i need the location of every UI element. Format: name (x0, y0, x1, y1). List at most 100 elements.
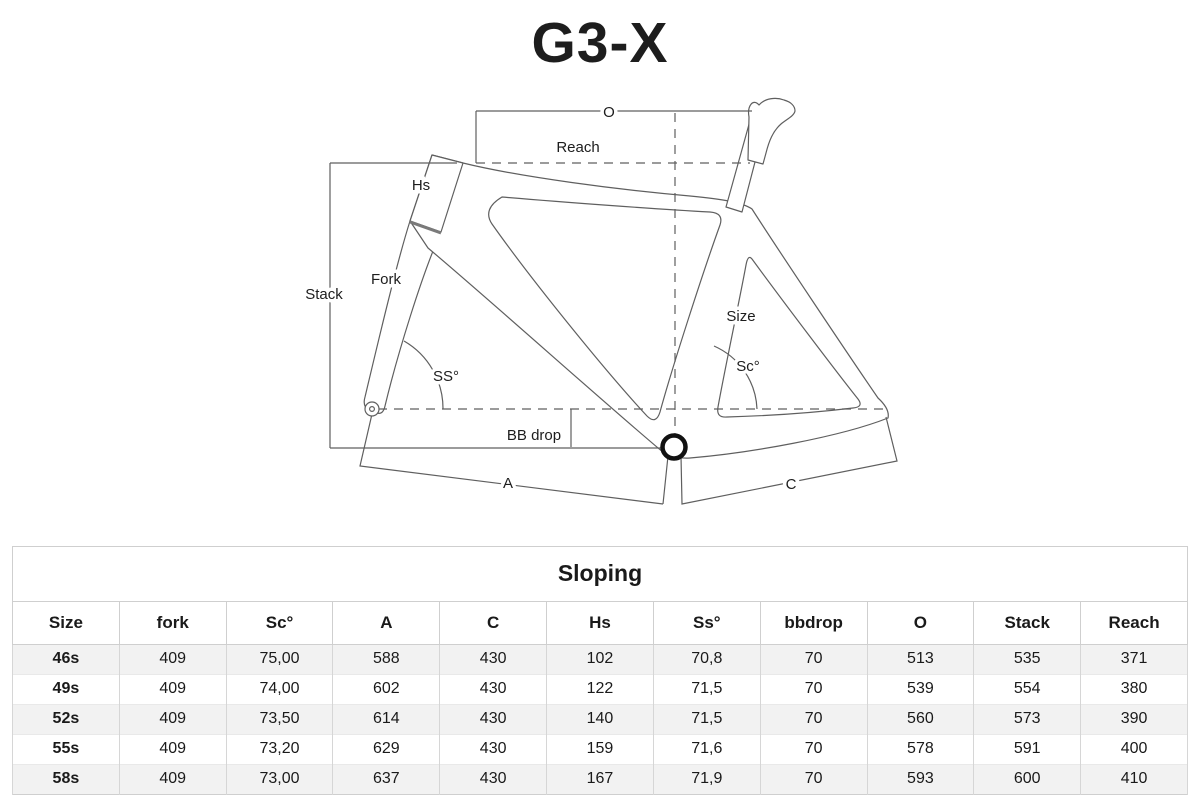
label-hs: Hs (412, 177, 430, 194)
size-cell: 55s (12, 734, 120, 765)
value-cell: 409 (118, 674, 227, 705)
value-cell: 70 (759, 644, 868, 675)
value-cell: 140 (546, 704, 654, 735)
value-cell: 70 (759, 674, 868, 705)
main-triangle-cutout (488, 196, 722, 421)
table-title: Sloping (12, 546, 1188, 602)
value-cell: 409 (118, 764, 227, 795)
label-reach: Reach (556, 139, 599, 156)
front-dropout-circle (364, 401, 380, 417)
value-cell: 102 (546, 644, 654, 675)
label-sc-angle: Sc° (736, 358, 760, 375)
brand-logo: G3-X (531, 11, 668, 75)
column-header: C (439, 601, 548, 645)
value-cell: 614 (332, 704, 441, 735)
value-cell: 70,8 (652, 644, 761, 675)
column-header: Ss° (652, 601, 761, 645)
value-cell: 159 (546, 734, 654, 765)
value-cell: 409 (118, 704, 227, 735)
a-dimension-line (359, 413, 669, 505)
label-a: A (503, 475, 513, 492)
column-header: O (866, 601, 975, 645)
markers (364, 401, 688, 461)
angle-arcs (403, 340, 758, 410)
value-cell: 71,6 (652, 734, 761, 765)
head-angle-arc (403, 340, 444, 410)
label-ss-angle: SS° (433, 368, 459, 385)
construction-lines (378, 113, 888, 444)
value-cell: 593 (866, 764, 975, 795)
value-cell: 73,20 (225, 734, 334, 765)
size-cell: 49s (12, 674, 120, 705)
value-cell: 602 (332, 674, 441, 705)
value-cell: 400 (1080, 734, 1188, 765)
value-cell: 588 (332, 644, 441, 675)
frame-geometry-diagram: G3-X (302, 11, 898, 505)
table-title-row: Sloping (12, 546, 1188, 602)
value-cell: 430 (439, 734, 548, 765)
value-cell: 430 (439, 704, 548, 735)
column-header: Size (12, 601, 120, 645)
value-cell: 75,00 (225, 644, 334, 675)
value-cell: 73,00 (225, 764, 334, 795)
head-tube-collar (409, 220, 442, 235)
label-c: C (786, 476, 797, 493)
value-cell: 554 (973, 674, 1082, 705)
value-cell: 578 (866, 734, 975, 765)
size-cell: 52s (12, 704, 120, 735)
value-cell: 122 (546, 674, 654, 705)
value-cell: 409 (118, 734, 227, 765)
column-header: Sc° (225, 601, 334, 645)
value-cell: 535 (973, 644, 1082, 675)
c-dimension-line (680, 416, 898, 505)
column-header: Reach (1080, 601, 1188, 645)
column-header: Stack (973, 601, 1082, 645)
value-cell: 70 (759, 704, 868, 735)
value-cell: 73,50 (225, 704, 334, 735)
value-cell: 410 (1080, 764, 1188, 795)
size-cell: 46s (12, 644, 120, 675)
value-cell: 637 (332, 764, 441, 795)
value-cell: 629 (332, 734, 441, 765)
value-cell: 380 (1080, 674, 1188, 705)
bottom-bracket-circle (660, 433, 688, 461)
dimension-lines (329, 110, 898, 505)
bike-frame-drawing (363, 97, 889, 459)
value-cell: 409 (118, 644, 227, 675)
value-cell: 560 (866, 704, 975, 735)
size-cell: 58s (12, 764, 120, 795)
rear-triangle-cutout (717, 256, 861, 418)
value-cell: 600 (973, 764, 1082, 795)
column-header: bbdrop (759, 601, 868, 645)
saddle-clamp (747, 97, 796, 165)
value-cell: 71,5 (652, 674, 761, 705)
value-cell: 539 (866, 674, 975, 705)
label-fork: Fork (371, 271, 402, 288)
value-cell: 573 (973, 704, 1082, 735)
diagram-labels: O Reach Hs Fork Stack Size SS° Sc° BB dr… (302, 101, 800, 497)
column-header: A (332, 601, 441, 645)
column-header: fork (118, 601, 227, 645)
seat-angle-arc (713, 345, 758, 410)
value-cell: 70 (759, 734, 868, 765)
value-cell: 167 (546, 764, 654, 795)
value-cell: 591 (973, 734, 1082, 765)
front-dropout-center (369, 406, 376, 413)
label-bb-drop: BB drop (507, 427, 561, 444)
value-cell: 71,9 (652, 764, 761, 795)
value-cell: 74,00 (225, 674, 334, 705)
value-cell: 70 (759, 764, 868, 795)
value-cell: 430 (439, 644, 548, 675)
value-cell: 371 (1080, 644, 1188, 675)
label-size: Size (726, 308, 755, 325)
